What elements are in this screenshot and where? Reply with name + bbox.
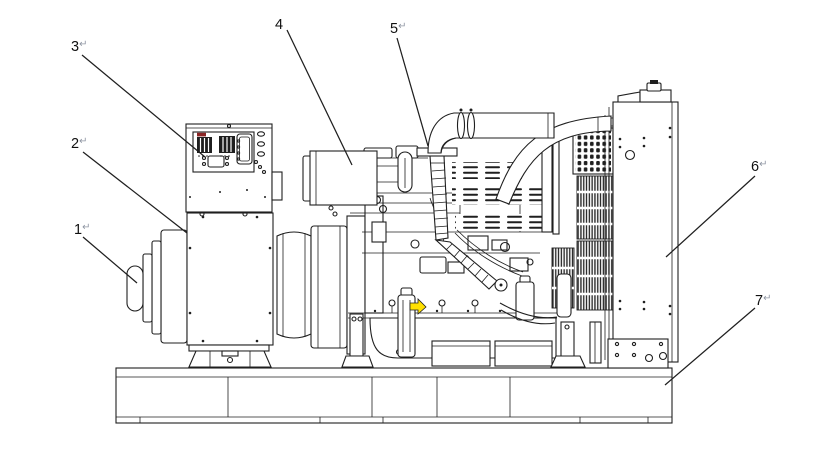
- perforated-grille: [575, 130, 611, 172]
- leader-2: [82, 151, 188, 234]
- connector-port: [236, 133, 253, 165]
- radiator-cap: [646, 82, 662, 92]
- vibration-mount: [494, 340, 553, 367]
- panel-faceplate: [192, 131, 255, 173]
- fuel-filter: [515, 275, 535, 321]
- gear-housing: [364, 195, 384, 314]
- radiator-panel: [612, 101, 679, 363]
- callout-2: 2↵: [71, 136, 87, 152]
- leader-7: [664, 307, 756, 386]
- radiator-bracket: [607, 338, 669, 369]
- brand-sticker: [197, 132, 206, 137]
- callouts: 1↵ 2↵ 3↵ 4 5↵ 6↵ 7↵: [71, 17, 771, 386]
- alternator-body: [186, 211, 274, 368]
- base-frame: [115, 367, 673, 424]
- engine-rear-foot: [550, 321, 586, 368]
- vibration-mount: [431, 340, 491, 367]
- engine-front-foot: [341, 313, 374, 368]
- air-cleaner: [302, 150, 398, 217]
- radiator: [600, 80, 679, 369]
- corrugated-hose: [429, 155, 508, 292]
- leader-1: [82, 236, 138, 284]
- callout-5: 5↵: [390, 21, 406, 37]
- warning-tag: [409, 298, 427, 315]
- alternator-foot: [188, 344, 272, 368]
- grille-panels: [551, 127, 614, 311]
- leader-6: [665, 175, 756, 258]
- callout-7: 7↵: [755, 293, 771, 309]
- piping: [416, 108, 612, 364]
- oil-filter: [397, 287, 416, 358]
- alternator-end-bell: [126, 229, 188, 344]
- callout-4: 4: [275, 17, 283, 33]
- engine-block: [341, 145, 586, 368]
- callout-6: 6↵: [751, 159, 767, 175]
- control-panel: [185, 123, 283, 213]
- terminal-block: [197, 136, 235, 157]
- leader-3: [81, 54, 206, 158]
- indicator-buttons: [253, 131, 267, 175]
- hold-down-bolts: [388, 299, 479, 313]
- callout-3: 3↵: [71, 39, 87, 55]
- callout-1: 1↵: [74, 222, 90, 238]
- filler-neck: [639, 89, 672, 103]
- leader-5: [396, 37, 429, 147]
- display-window: [201, 155, 230, 168]
- leader-4: [286, 29, 353, 166]
